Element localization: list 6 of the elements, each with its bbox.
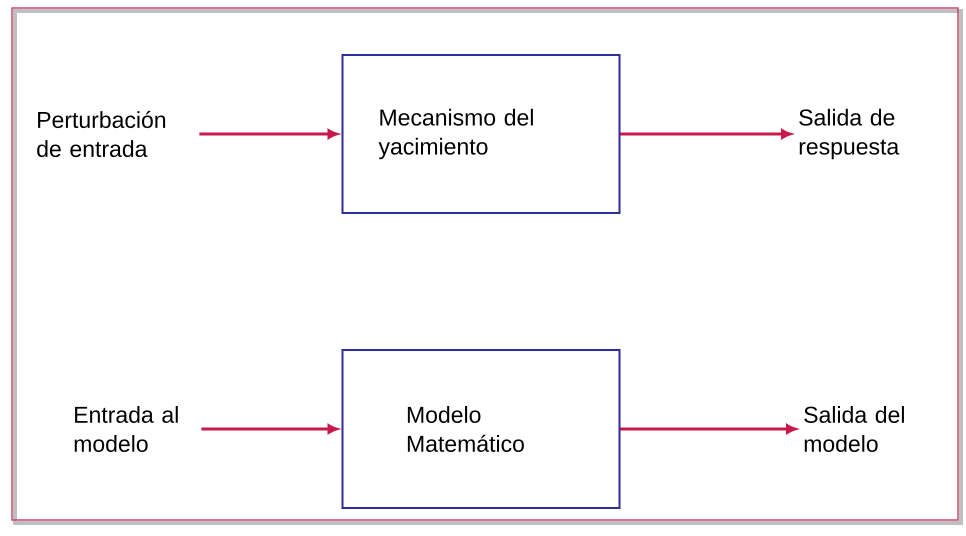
signal-label: Salida del modelo xyxy=(804,406,904,452)
process-box: Modelo Matemático xyxy=(342,349,620,509)
process-box: Mecanismo del yacimiento xyxy=(342,54,620,214)
signal-label: Perturbación de entrada xyxy=(37,110,166,158)
signal-label: Salida de respuesta xyxy=(799,108,900,160)
signal-label: Entrada al modelo xyxy=(74,406,178,452)
